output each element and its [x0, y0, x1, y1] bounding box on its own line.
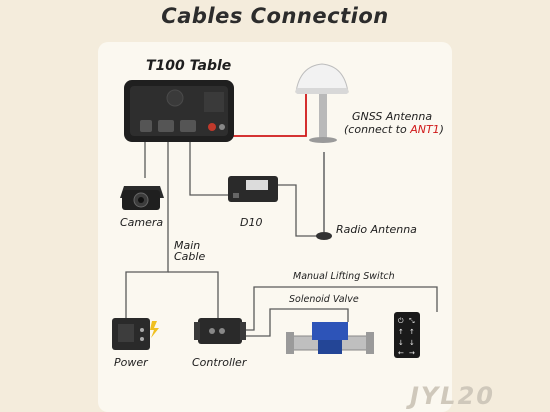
controller-box-icon	[194, 318, 246, 344]
cables	[125, 140, 438, 337]
power-label: Power	[114, 356, 148, 369]
radio-antenna-label: Radio Antenna	[336, 223, 417, 236]
svg-text:⤡: ⤡	[409, 317, 415, 325]
radio-antenna-icon	[316, 152, 332, 240]
lifting-switch-icon: ⏻ ⤡ ↑ ↑ ↓ ↓ ← →	[394, 312, 420, 358]
gnss-label-suffix: )	[439, 123, 444, 136]
gnss-antenna-icon	[295, 63, 349, 143]
t100-label: T100 Table	[146, 58, 232, 74]
main-cable	[125, 140, 169, 318]
main-cable-label-2: Cable	[174, 250, 206, 263]
watermark: JYL20	[410, 382, 495, 410]
gnss-label-line1: GNSS Antenna	[352, 110, 433, 123]
d10-module-icon	[228, 176, 278, 202]
svg-text:⏻: ⏻	[398, 317, 404, 325]
controller-label: Controller	[192, 356, 247, 369]
svg-text:→: →	[409, 349, 415, 357]
solenoid-valve-label: Solenoid Valve	[289, 294, 359, 305]
tablet-display-icon	[124, 80, 234, 142]
d10-label: D10	[240, 216, 263, 229]
power-station-icon	[112, 318, 159, 350]
gnss-antenna-cable	[226, 92, 307, 137]
manual-lifting-switch-label: Manual Lifting Switch	[293, 271, 395, 282]
main-cable-to-controller	[168, 271, 219, 318]
manual-switch-cable	[238, 286, 438, 331]
page-title: Cables Connection	[161, 4, 389, 28]
gnss-port-ant1: ANT1	[410, 123, 440, 136]
svg-text:←: ←	[398, 349, 404, 357]
main-cable-label-1: Main	[174, 239, 201, 252]
radio-cable	[278, 184, 322, 237]
svg-text:↑: ↑	[409, 328, 415, 336]
solenoid-valve-icon	[286, 322, 374, 354]
camera-icon	[120, 186, 164, 210]
solenoid-cable	[242, 308, 349, 337]
camera-label: Camera	[120, 216, 164, 229]
svg-text:↑: ↑	[398, 328, 404, 336]
svg-text:↓: ↓	[398, 339, 404, 347]
gnss-label-prefix: (connect to	[344, 123, 411, 136]
svg-text:↓: ↓	[409, 339, 415, 347]
d10-cable	[189, 140, 228, 196]
gnss-label-line2: (connect to ANT1)	[344, 123, 444, 136]
